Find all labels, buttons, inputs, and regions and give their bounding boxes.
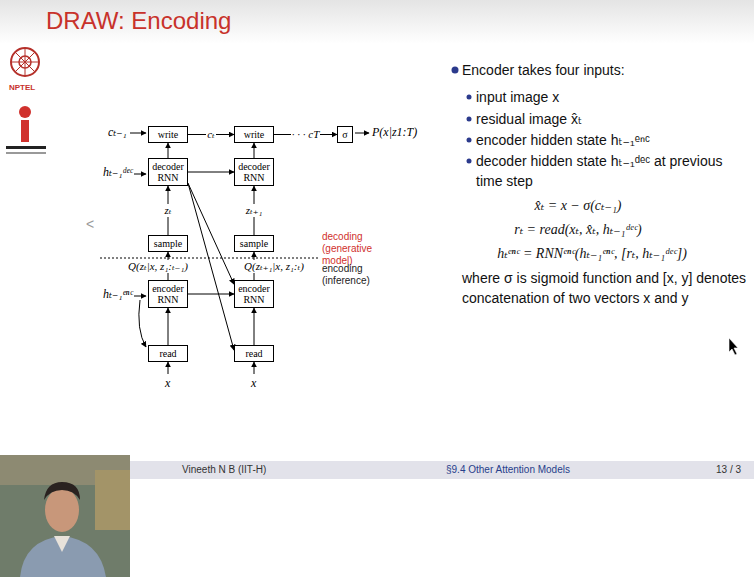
region-label: decoding (generative model) <box>322 231 404 267</box>
box-text: write <box>244 129 265 140</box>
box-text: encoder RNN <box>151 283 185 305</box>
page-number: 13 / 3 <box>716 464 741 476</box>
bullet-text: Encoder takes four inputs: <box>462 60 625 80</box>
nptel-logo <box>11 48 39 76</box>
bullet <box>467 117 472 122</box>
bullet-text: encoder hidden state hₜ₋₁ᵉⁿᶜ <box>476 130 650 150</box>
process-box: sample <box>148 235 188 252</box>
input-arrow <box>254 362 255 374</box>
mouse-cursor <box>729 338 738 355</box>
box-text: decoder RNN <box>237 161 271 183</box>
note-text: where σ is sigmoid function and [x, y] d… <box>462 268 748 308</box>
state-label: hₜ₋₁ᵈᵉᶜ <box>103 165 132 179</box>
slide-title: DRAW: Encoding <box>46 7 231 35</box>
process-box: encoder RNN <box>234 280 274 308</box>
state-label: cₜ₋₁ <box>108 125 127 139</box>
edge-label: cₜ <box>206 128 216 141</box>
connector-arrow <box>188 294 234 295</box>
bullet-text: decoder hidden state hₜ₋₁ᵈᵉᶜ at previous… <box>476 151 742 191</box>
connector-arrow <box>254 143 255 158</box>
edge-label: zₜ₊₁ <box>245 204 264 217</box>
edge-label: Q(zₜ₊₁|x, z₁:ₜ) <box>243 260 305 273</box>
footer-text: Vineeth N B (IIT-H) <box>182 464 266 476</box>
box-text: sample <box>154 238 182 249</box>
process-box: write <box>234 126 274 143</box>
box-text: encoder RNN <box>237 283 271 305</box>
box-text: σ <box>342 129 347 140</box>
process-box: read <box>148 345 188 362</box>
state-label: hₜ₋₁ᵉⁿᶜ <box>103 287 133 301</box>
bullet <box>467 159 472 164</box>
process-box: encoder RNN <box>148 280 188 308</box>
edge-label: · · · cT <box>291 128 321 141</box>
equation: rₜ = read(xₜ, x̂ₜ, hₜ₋₁ᵈᵉᶜ) <box>514 221 642 239</box>
equation: x̂ₜ = x − σ(cₜ₋₁) <box>535 197 622 215</box>
connector-arrow <box>188 172 234 173</box>
header-bar <box>0 0 754 44</box>
feedback-arrow <box>139 300 146 347</box>
process-box: decoder RNN <box>148 158 188 186</box>
footer-text: §9.4 Other Attention Models <box>446 464 570 476</box>
box-text: decoder RNN <box>151 161 185 183</box>
input-arrow <box>134 296 146 297</box>
connector-arrow <box>188 183 234 350</box>
bullet <box>452 67 459 74</box>
nav-arrow: < <box>86 216 94 232</box>
box-text: sample <box>240 238 268 249</box>
process-box: write <box>148 126 188 143</box>
logo-text: NPTEL <box>9 83 35 92</box>
process-box: sample <box>234 235 274 252</box>
connector-arrow <box>168 143 169 158</box>
bullet <box>467 138 472 143</box>
edge-label: zₜ <box>164 204 173 217</box>
process-box: decoder RNN <box>234 158 274 186</box>
connector-arrow <box>254 308 255 345</box>
input-label: x <box>165 376 170 390</box>
input-arrow <box>134 174 146 175</box>
input-arrow <box>130 133 146 134</box>
iith-logo <box>6 106 46 154</box>
process-box: read <box>234 345 274 362</box>
bullet-text: residual image x̂ₜ <box>476 109 582 129</box>
box-text: write <box>158 129 179 140</box>
connector-arrow <box>188 183 234 284</box>
bullet <box>467 95 472 100</box>
region-label: encoding (inference) <box>322 263 386 287</box>
box-text: read <box>159 348 176 359</box>
output-arrow <box>355 133 369 134</box>
box-text: read <box>245 348 262 359</box>
edge-label: Q(zₜ|x, z₁:ₜ₋₁) <box>127 260 189 273</box>
output-label: P(x|z1:T) <box>372 125 417 139</box>
bullet-text: input image x <box>476 87 559 107</box>
equation: hₜᵉⁿᶜ = RNNᵉⁿᶜ(hₜ₋₁ᵉⁿᶜ, [rₜ, hₜ₋₁ᵈᵉᶜ]) <box>497 245 687 263</box>
webcam-image <box>0 455 130 577</box>
process-box: σ <box>337 126 353 143</box>
input-label: x <box>251 376 256 390</box>
input-arrow <box>168 362 169 374</box>
connector-arrow <box>168 308 169 345</box>
